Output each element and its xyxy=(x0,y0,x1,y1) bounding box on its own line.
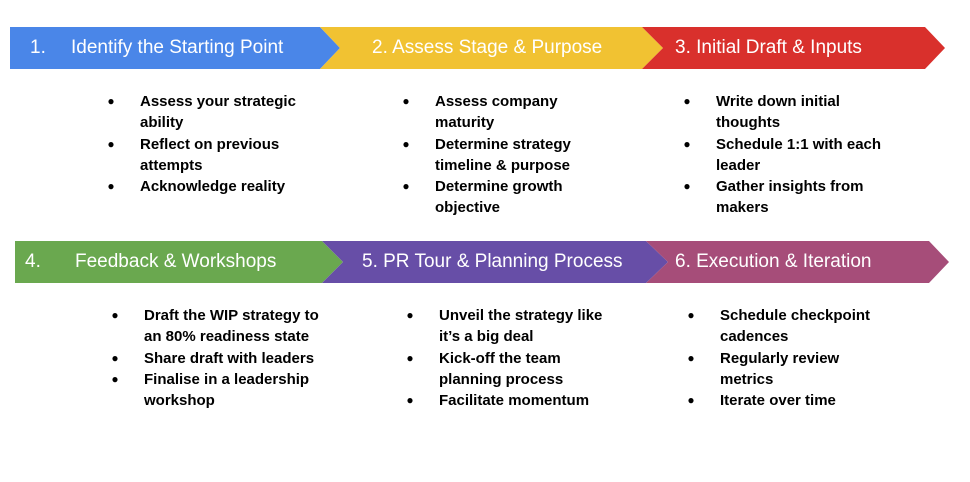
step-4-arrow xyxy=(15,241,343,283)
step-1-number: 1. xyxy=(30,37,46,58)
bullet-icon: ● xyxy=(402,94,410,108)
bullet-text: Write down initial thoughts xyxy=(716,93,840,132)
bullet-text: Kick-off the team planning process xyxy=(439,349,564,388)
bullet-icon: ● xyxy=(111,371,119,386)
bullet-text: Unveil the strategy like it’s a big deal xyxy=(439,307,603,346)
bullet-text: Gather insights from makers xyxy=(716,178,864,217)
list-item: ● Assess your strategic ability xyxy=(106,91,316,134)
step-5-title: 5. PR Tour & Planning Process xyxy=(362,251,623,272)
bullet-text: Facilitate momentum xyxy=(439,392,590,410)
bullet-icon: ● xyxy=(111,308,119,322)
bullet-text: Share draft with leaders xyxy=(144,349,315,367)
list-item: ● Schedule checkpoint cadences xyxy=(686,305,891,348)
bullet-text: Determine growth objective xyxy=(435,178,563,217)
bullet-icon: ● xyxy=(683,94,691,108)
list-item: ● Unveil the strategy like it’s a big dea… xyxy=(405,305,615,348)
bullet-icon: ● xyxy=(111,350,119,365)
list-item: ● Reflect on previous attempts xyxy=(106,134,316,177)
bullet-icon: ● xyxy=(687,350,695,365)
list-item: ● Share draft with leaders xyxy=(110,348,322,369)
step-1-arrow xyxy=(10,27,340,69)
step-6-title: 6. Execution & Iteration xyxy=(675,251,872,272)
bullet-text: Assess your strategic ability xyxy=(140,93,296,132)
step-2-title: 2. Assess Stage & Purpose xyxy=(372,37,603,58)
list-item: ● Regularly review metrics xyxy=(686,348,891,391)
step-3-title: 3. Initial Draft & Inputs xyxy=(675,37,862,58)
bullet-icon: ● xyxy=(406,308,414,322)
step-6-bullets: ● Schedule checkpoint cadences ● Regularly… xyxy=(686,305,891,411)
bullet-text: Assess company maturity xyxy=(435,93,558,132)
step-2-bullets: ● Assess company maturity ● Determine stra… xyxy=(401,91,601,219)
bullet-icon: ● xyxy=(683,179,691,194)
list-item: ● Determine growth objective xyxy=(401,176,601,219)
bullet-icon: ● xyxy=(402,179,410,194)
bullet-icon: ● xyxy=(406,350,414,365)
bullet-icon: ● xyxy=(107,94,115,108)
list-item: ● Gather insights from makers xyxy=(682,176,882,219)
bullet-text: Iterate over time xyxy=(720,392,836,410)
step-4-bullets: ● Draft the WIP strategy to an 80% readin… xyxy=(110,305,322,411)
step-2-arrow xyxy=(320,27,663,69)
step-1-bullets: ● Assess your strategic ability ● Reflect … xyxy=(106,91,316,197)
step-5-arrow xyxy=(322,241,668,283)
list-item: ● Schedule 1:1 with each leader xyxy=(682,134,882,177)
step-3-bullets: ● Write down initial thoughts ● Schedule 1… xyxy=(682,91,882,219)
bullet-text: Reflect on previous attempts xyxy=(140,135,280,174)
step-4-number: 4. xyxy=(25,251,41,272)
bullet-text: Draft the WIP strategy to an 80% readine… xyxy=(144,307,319,346)
list-item: ● Acknowledge reality xyxy=(106,176,316,197)
bullet-text: Schedule checkpoint cadences xyxy=(720,307,871,346)
bullet-text: Schedule 1:1 with each leader xyxy=(716,135,882,174)
bullet-icon: ● xyxy=(683,136,691,151)
list-item: ● Facilitate momentum xyxy=(405,390,615,411)
bullet-icon: ● xyxy=(402,136,410,151)
list-item: ● Finalise in a leadership workshop xyxy=(110,369,322,412)
bullet-icon: ● xyxy=(107,179,115,194)
bullet-icon: ● xyxy=(687,308,695,322)
bullet-text: Acknowledge reality xyxy=(140,178,286,196)
step-1-title: Identify the Starting Point xyxy=(71,37,284,58)
bullet-icon: ● xyxy=(687,393,695,408)
list-item: ● Kick-off the team planning process xyxy=(405,348,615,391)
list-item: ● Assess company maturity xyxy=(401,91,601,134)
list-item: ● Write down initial thoughts xyxy=(682,91,882,134)
list-item: ● Draft the WIP strategy to an 80% readin… xyxy=(110,305,322,348)
bullet-text: Regularly review metrics xyxy=(720,349,840,388)
bullet-text: Finalise in a leadership workshop xyxy=(144,370,310,410)
step-6-arrow xyxy=(646,241,949,283)
step-5-bullets: ● Unveil the strategy like it’s a big dea… xyxy=(405,305,615,411)
step-3-arrow xyxy=(642,27,945,69)
list-item: ● Iterate over time xyxy=(686,390,891,411)
list-item: ● Determine strategy timeline & purpose xyxy=(401,134,601,177)
bullet-icon: ● xyxy=(107,136,115,151)
step-4-title: Feedback & Workshops xyxy=(75,251,277,272)
bullet-text: Determine strategy timeline & purpose xyxy=(435,135,571,174)
bullet-icon: ● xyxy=(406,393,414,408)
